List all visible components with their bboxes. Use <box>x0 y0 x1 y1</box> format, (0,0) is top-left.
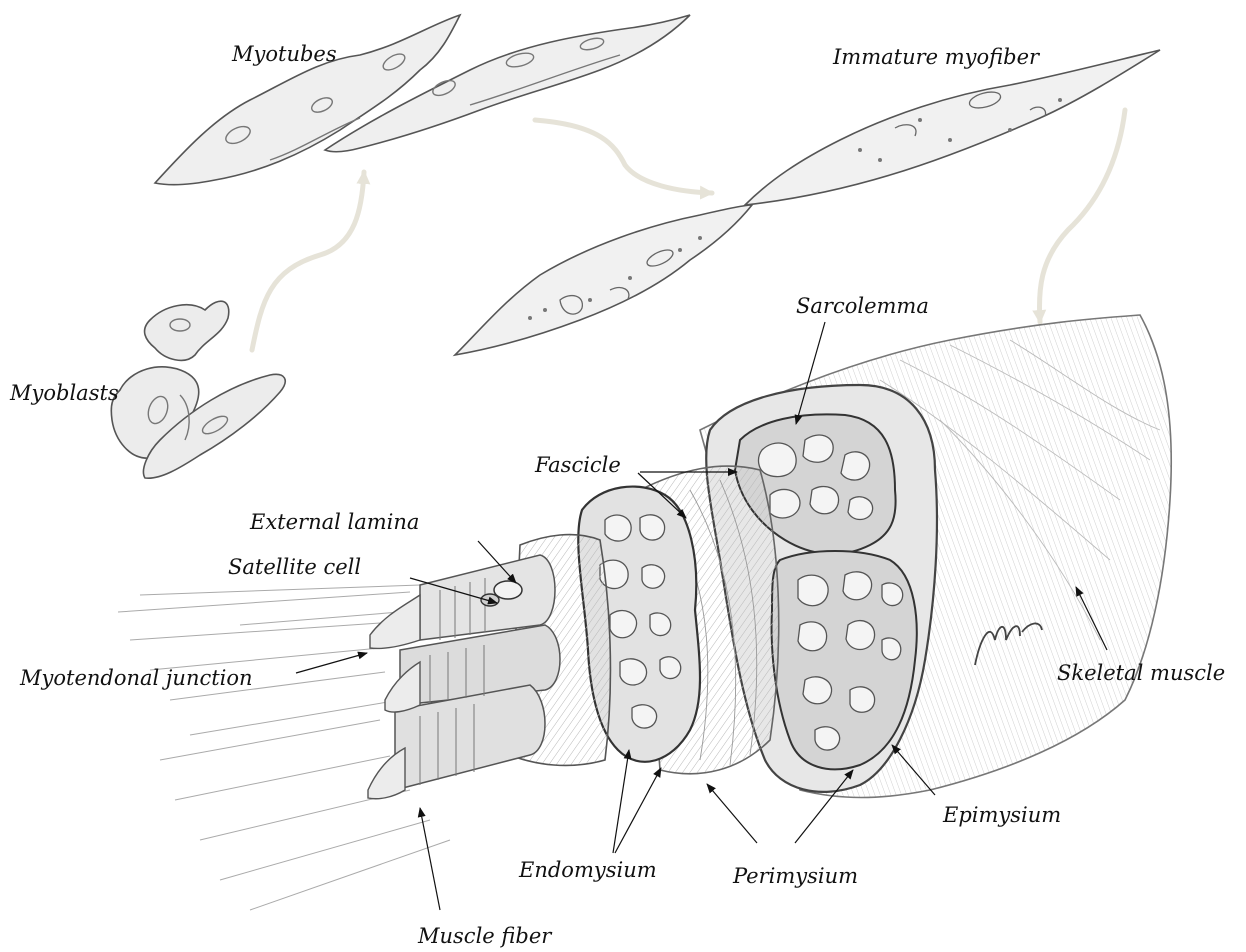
label-epimysium: Epimysium <box>943 805 1061 826</box>
label-endomysium: Endomysium <box>519 860 657 881</box>
label-immature-myofiber: Immature myofiber <box>833 47 1039 68</box>
label-myotendonal-junction: Myotendonal junction <box>20 668 253 689</box>
label-external-lamina: External lamina <box>250 512 419 533</box>
muscle-fiber-bundle <box>368 535 610 799</box>
leader-muscle-fiber <box>420 808 440 910</box>
label-myoblasts: Myoblasts <box>10 383 119 404</box>
leader-myotendonal-junction <box>296 653 367 673</box>
label-satellite-cell: Satellite cell <box>228 557 361 578</box>
label-fascicle: Fascicle <box>535 455 621 476</box>
label-perimysium: Perimysium <box>733 866 858 887</box>
label-myotubes: Myotubes <box>232 44 337 65</box>
label-sarcolemma: Sarcolemma <box>796 296 929 317</box>
leader-endomysium-2 <box>615 768 661 853</box>
leader-endomysium-1 <box>613 750 629 853</box>
flow-arrow-myotube-to-myofiber <box>535 120 712 193</box>
myotubes-sketch <box>155 15 690 185</box>
flow-arrow-myoblast-to-myotube <box>252 172 364 350</box>
label-muscle-fiber: Muscle fiber <box>418 926 551 947</box>
flow-arrow-myofiber-to-muscle <box>1039 110 1125 322</box>
leader-perimysium-1 <box>707 784 757 843</box>
label-skeletal-muscle: Skeletal muscle <box>1057 663 1225 684</box>
